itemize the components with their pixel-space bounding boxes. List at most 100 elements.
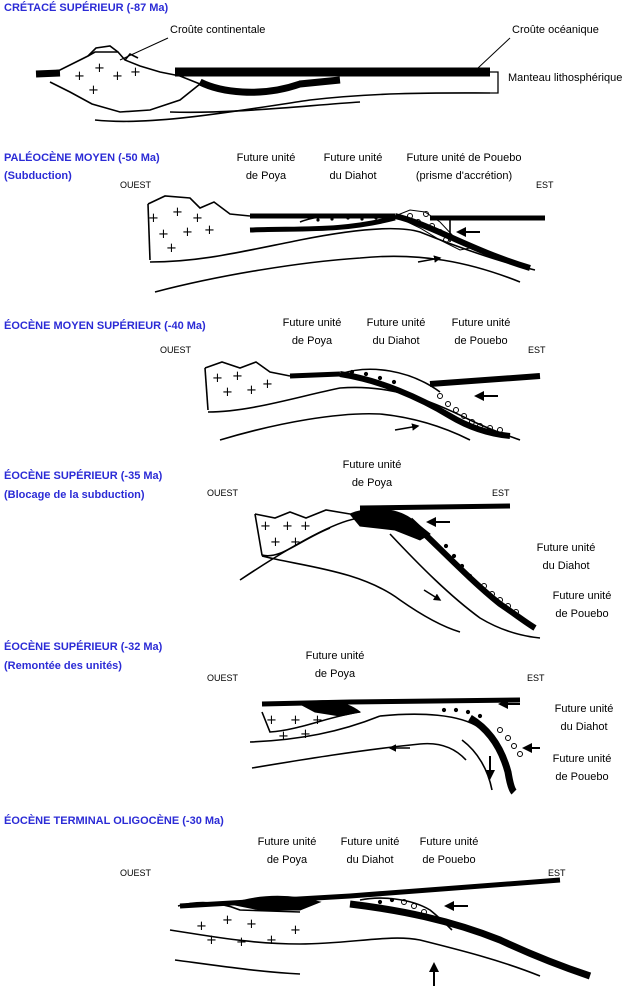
svg-text:+: + (236, 935, 247, 950)
panel-6-pouebo-l1: Future unité (419, 836, 479, 848)
panel-6-plus-signs: +++ +++ + (196, 913, 301, 950)
panel-5-diahot-l2: du Diahot (560, 721, 608, 733)
panel-4-poya-l1: Future unité (342, 459, 402, 471)
croute-oceanique-label: Croûte océanique (512, 24, 599, 36)
svg-text:+: + (74, 69, 85, 84)
accretion-wedge-2 (393, 209, 472, 251)
continental-crust-outline (37, 51, 202, 113)
croute-continentale-label: Croûte continentale (170, 24, 266, 36)
panel-6-dots (377, 897, 427, 915)
svg-text:+: + (130, 65, 141, 80)
manteau-bracket (490, 71, 499, 94)
svg-text:+: + (88, 83, 99, 98)
panel-5-poya-l1: Future unité (305, 650, 365, 662)
panel-2-dots (316, 211, 449, 243)
panel-4-diahot-l2: du Diahot (542, 560, 590, 572)
panel-4-diahot-l1: Future unité (536, 542, 596, 554)
svg-text:+: + (282, 519, 293, 534)
panel-2-poya-l1: Future unité (236, 152, 296, 164)
panel-2-diahot-l2: du Diahot (329, 170, 377, 182)
svg-text:+: + (260, 519, 271, 534)
panel-6-pouebo-l2: de Pouebo (422, 854, 476, 866)
svg-text:+: + (148, 211, 159, 226)
panel-3-section (204, 361, 541, 441)
panel-6-est: EST (548, 868, 566, 878)
panel-2-title: PALÉOCÈNE MOYEN (-50 Ma) (4, 152, 160, 164)
panel-4-est: EST (492, 488, 510, 498)
panel-3-diahot-l1: Future unité (366, 317, 426, 329)
panel-4-ouest: OUEST (207, 488, 239, 498)
continent-outline-2 (147, 195, 251, 217)
panel-5-ouest: OUEST (207, 673, 239, 683)
subducting-slab-4 (407, 517, 537, 631)
panel-2-pouebo-l2: (prisme d'accrétion) (415, 170, 513, 182)
panel-1-section (35, 37, 511, 123)
panel-4-subtitle: (Blocage de la subduction) (4, 489, 145, 501)
svg-text:+: + (278, 729, 289, 744)
panel-5-pouebo-l2: de Pouebo (555, 771, 609, 783)
svg-text:+: + (158, 227, 169, 242)
panel-5-dots (441, 707, 523, 757)
svg-text:+: + (232, 369, 243, 384)
svg-text:+: + (94, 61, 105, 76)
panel-3-dots (349, 369, 503, 433)
panel-2-poya-l2: de Poya (245, 170, 287, 182)
panel-2-section (147, 195, 545, 293)
svg-text:+: + (266, 713, 277, 728)
panel-6-diahot-l1: Future unité (340, 836, 400, 848)
poya-block-6 (228, 895, 322, 911)
panel-5-est: EST (527, 673, 545, 683)
panel-6-ouest: OUEST (120, 868, 152, 878)
panel-1-title: CRÉTACÉ SUPÉRIEUR (-87 Ma) (4, 2, 169, 14)
panel-2-plus-signs: +++ +++ + (148, 205, 215, 256)
panel-5-poya-l2: de Poya (314, 668, 356, 680)
panel-2-subtitle: (Subduction) (4, 170, 72, 182)
svg-text:+: + (300, 727, 311, 742)
panel-6-title: ÉOCÈNE TERMINAL OLIGOCÈNE (-30 Ma) (4, 815, 224, 827)
panel-4-title: ÉOCÈNE SUPÉRIEUR (-35 Ma) (4, 470, 163, 482)
svg-text:+: + (206, 933, 217, 948)
lithosphere-base (94, 92, 491, 123)
panel-3-plus-signs: +++ ++ (212, 369, 273, 400)
panel-5-section (249, 697, 540, 795)
svg-text:+: + (196, 919, 207, 934)
svg-text:+: + (166, 241, 177, 256)
svg-text:+: + (172, 205, 183, 220)
svg-text:+: + (204, 223, 215, 238)
panel-3-poya-l2: de Poya (291, 335, 333, 347)
continent-outline-3 (204, 361, 291, 377)
panel-3-title: ÉOCÈNE MOYEN SUPÉRIEUR (-40 Ma) (4, 320, 206, 332)
panel-6-poya-l1: Future unité (257, 836, 317, 848)
panel-3-ouest: OUEST (160, 345, 192, 355)
svg-text:+: + (312, 713, 323, 728)
panel-4-section (239, 503, 541, 639)
panel-3-pouebo-l2: de Pouebo (454, 335, 508, 347)
continent-outline-4 (254, 509, 351, 519)
svg-text:+: + (290, 713, 301, 728)
panel-3-diahot-l2: du Diahot (372, 335, 420, 347)
panel-1-plus-signs: +++ ++ (74, 61, 141, 98)
svg-text:+: + (182, 225, 193, 240)
subducting-slab-6 (349, 900, 592, 980)
svg-text:+: + (246, 917, 257, 932)
panel-2-diahot-l1: Future unité (323, 152, 383, 164)
panel-2-ouest: OUEST (120, 180, 152, 190)
panel-6-poya-l2: de Poya (266, 854, 308, 866)
svg-text:+: + (300, 519, 311, 534)
svg-text:+: + (222, 913, 233, 928)
panel-2-est: EST (536, 180, 554, 190)
panel-6-diahot-l2: du Diahot (346, 854, 394, 866)
panel-5-pouebo-l1: Future unité (552, 753, 612, 765)
svg-text:+: + (246, 383, 257, 398)
panel-4-plus-signs: +++ ++ (260, 519, 311, 550)
svg-text:+: + (290, 923, 301, 938)
panel-3-est: EST (528, 345, 546, 355)
svg-text:+: + (112, 69, 123, 84)
panel-3-poya-l1: Future unité (282, 317, 342, 329)
svg-text:+: + (262, 377, 273, 392)
panel-4-pouebo-l1: Future unité (552, 590, 612, 602)
panel-5-diahot-l1: Future unité (554, 703, 614, 715)
subducting-slab-2 (394, 213, 531, 271)
